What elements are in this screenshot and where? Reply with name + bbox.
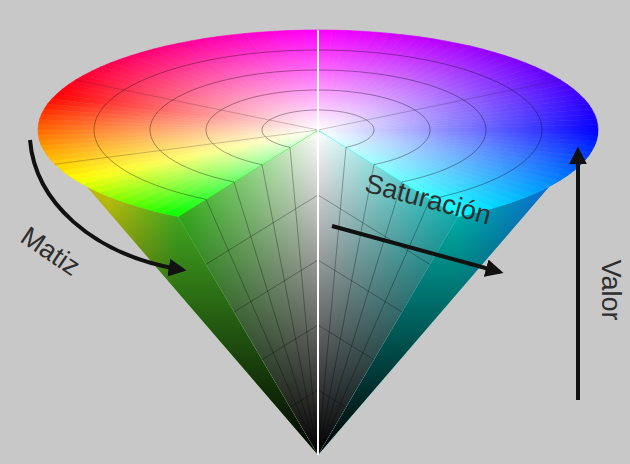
value-arrow bbox=[576, 150, 580, 400]
face-grid-line bbox=[318, 260, 402, 312]
face-grid-line bbox=[290, 390, 318, 407]
face-grid-line bbox=[318, 325, 374, 360]
axis-label: Valor bbox=[595, 259, 625, 320]
face-grid-line bbox=[206, 199, 318, 455]
axis-line bbox=[317, 30, 319, 455]
hue-spoke bbox=[318, 80, 560, 130]
face-grid-line bbox=[234, 260, 318, 312]
grid-lines bbox=[55, 50, 561, 455]
axis-label: Matiz bbox=[15, 222, 85, 283]
face-grid-line bbox=[318, 182, 402, 455]
face-grid-line bbox=[318, 165, 374, 455]
hue-spoke bbox=[55, 130, 318, 164]
face-grid-line bbox=[318, 390, 346, 407]
face-grid-line bbox=[206, 195, 318, 264]
face-grid-line bbox=[262, 165, 318, 455]
hue-spoke bbox=[76, 80, 318, 130]
face-grid-line bbox=[262, 325, 318, 360]
saturation-arrow bbox=[332, 226, 500, 272]
face-grid-line bbox=[234, 182, 318, 455]
